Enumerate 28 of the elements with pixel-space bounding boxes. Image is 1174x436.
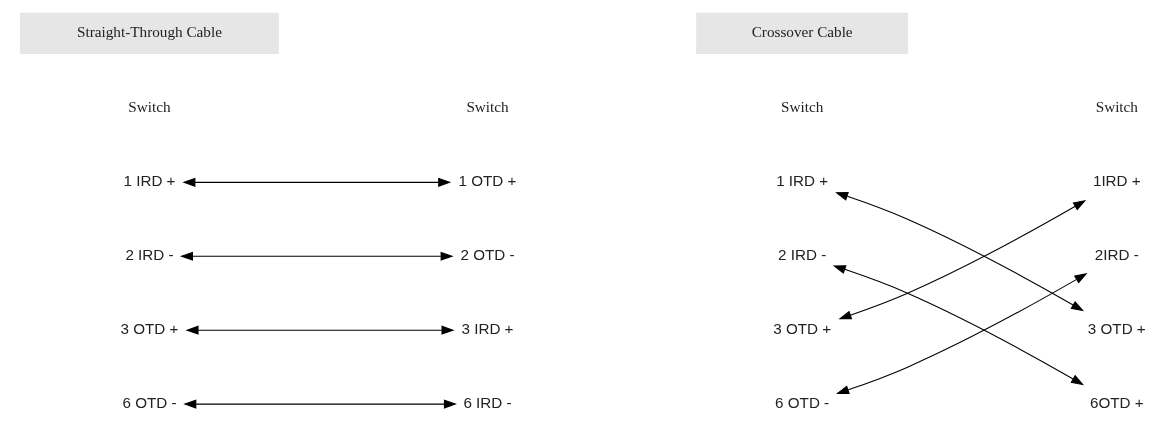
- node-text: 3 OTD +: [1087, 319, 1146, 337]
- node-text: 2IRD -: [1094, 245, 1139, 263]
- node-text: 3 OTD +: [772, 319, 831, 337]
- node-text: 1 IRD +: [122, 171, 175, 189]
- node-text: 2 IRD -: [777, 245, 826, 263]
- node-text: 1IRD +: [1092, 171, 1141, 189]
- label: Switch: [780, 97, 823, 115]
- node-text: 1 OTD +: [458, 171, 516, 189]
- arrow: [179, 251, 454, 261]
- node-text: 6OTD +: [1089, 393, 1144, 411]
- node-text: 2 OTD -: [459, 245, 515, 263]
- arrow: [832, 264, 1084, 385]
- label: Switch: [127, 97, 171, 115]
- label: Straight-Through Cable: [76, 22, 222, 40]
- arrow: [835, 272, 1088, 394]
- label: Switch: [1095, 97, 1138, 115]
- label: Switch: [465, 97, 509, 115]
- node-text: 6 OTD -: [121, 393, 177, 411]
- node-text: 6 IRD -: [462, 393, 512, 411]
- node-text: 2 IRD -: [124, 245, 174, 263]
- label: Crossover Cable: [751, 22, 853, 40]
- node-text: 1 IRD +: [775, 171, 828, 189]
- node-text: 3 OTD +: [120, 319, 178, 337]
- node-text: 3 IRD +: [461, 319, 513, 337]
- arrow: [185, 325, 455, 335]
- arrow: [182, 399, 457, 409]
- arrow: [181, 177, 451, 187]
- node-text: 6 OTD -: [774, 393, 829, 411]
